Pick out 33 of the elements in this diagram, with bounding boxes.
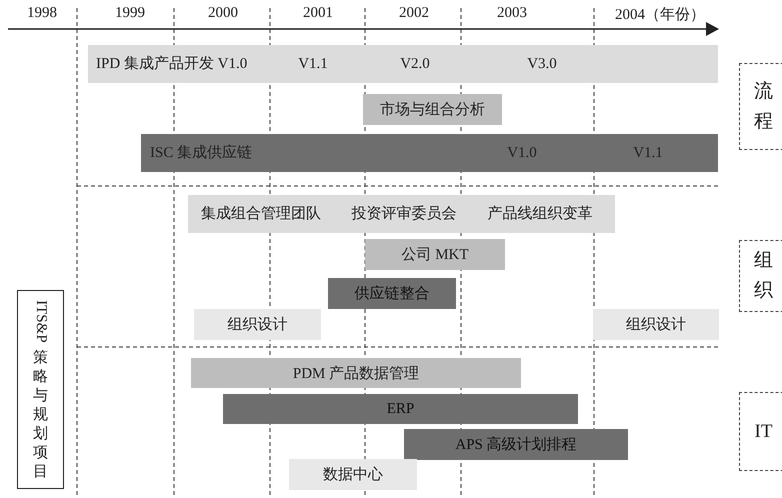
timeline-bar [88,45,718,83]
category-box: 组织 [739,240,782,312]
bar-label: V1.0 [507,144,537,162]
timeline-bar: 组织设计 [593,309,719,340]
category-box: 流程 [739,63,782,150]
year-label: 2004（年份） [615,6,705,24]
year-label: 2003 [497,5,527,22]
bar-label: 产品线组织变革 [488,205,592,223]
bar-label: IPD 集成产品开发 V1.0 [96,55,248,73]
timeline-bar: ERP [223,394,578,424]
year-label: 2001 [303,5,333,22]
timeline-bar [188,195,615,233]
category-box: IT [739,392,782,471]
bar-label: V2.0 [400,55,430,73]
year-label: 1998 [27,5,57,22]
bar-label: V3.0 [527,55,557,73]
timeline-bar: 市场与组合分析 [363,94,502,125]
year-label: 2000 [208,5,238,22]
timeline-bar: APS 高级计划排程 [404,429,628,460]
bar-label: V1.1 [298,55,328,73]
project-box: ITS&P 策略与规划项目 [17,290,64,489]
timeline-bar [141,134,718,172]
timeline-bar: PDM 产品数据管理 [191,358,521,388]
bar-label: 投资评审委员会 [352,205,456,223]
year-label: 1999 [115,5,145,22]
timeline-bar: 组织设计 [194,309,321,340]
bar-label: ISC 集成供应链 [150,144,252,162]
timeline-bar: 供应链整合 [328,278,456,309]
bar-label: V1.1 [633,144,663,162]
timeline-bar: 公司 MKT [365,239,505,270]
bar-label: 集成组合管理团队 [201,205,321,223]
year-label: 2002 [399,5,429,22]
timeline-bar: 数据中心 [289,459,417,490]
